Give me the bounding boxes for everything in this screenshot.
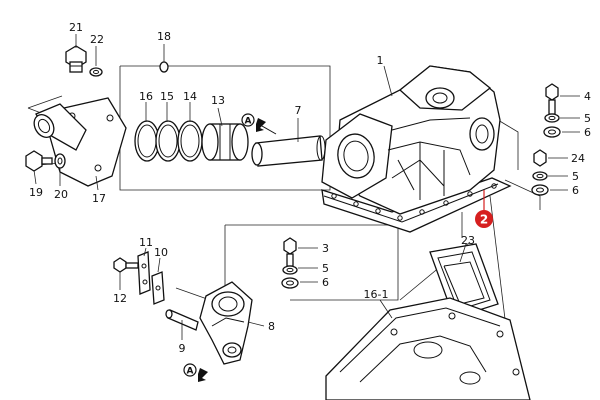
callout-9: 9 — [179, 342, 186, 355]
nut-part-24 — [533, 149, 547, 167]
seal-ring-part-14 — [177, 120, 203, 162]
callout-22: 22 — [90, 33, 104, 46]
small-ring-part-18 — [159, 61, 169, 73]
washer-part-5-top — [544, 113, 560, 123]
shaft-part-7 — [251, 135, 326, 167]
callout-4: 4 — [584, 90, 591, 103]
callout-13: 13 — [211, 94, 225, 107]
bracket-part-11 — [137, 251, 151, 295]
callout-10: 10 — [154, 246, 168, 259]
callout-11: 11 — [139, 236, 153, 249]
housing-part-1 — [321, 65, 512, 233]
callout-16: 16 — [139, 90, 153, 103]
callout-15: 15 — [160, 90, 174, 103]
leader-lines — [33, 34, 580, 340]
cover-plate-part-17 — [33, 97, 127, 187]
callout-20: 20 — [54, 188, 68, 201]
callout-3: 3 — [322, 242, 329, 255]
callout-8: 8 — [268, 320, 275, 333]
seal-ring-part-15 — [155, 120, 181, 162]
washer-part-5-low — [282, 265, 298, 275]
callout-14: 14 — [183, 90, 197, 103]
callout-18: 18 — [157, 30, 171, 43]
gasket-part-23 — [429, 243, 499, 319]
washer-part-6-mid — [531, 184, 549, 196]
washer-part-6-low — [281, 277, 299, 289]
flow-marker-bottom: A — [183, 363, 208, 382]
callout-19: 19 — [29, 186, 43, 199]
callout-labels: 1 7 16 15 14 13 18 21 22 17 19 20 4 5 6 … — [29, 21, 591, 355]
callout-21: 21 — [69, 21, 83, 34]
pin-part-9 — [165, 309, 199, 331]
screw-part-12 — [113, 257, 139, 273]
callout-12: 12 — [113, 292, 127, 305]
svg-text:A: A — [245, 117, 252, 127]
washer-part-6-top — [543, 126, 561, 138]
bolt-part-4 — [545, 83, 559, 115]
svg-text:A: A — [187, 367, 194, 377]
piston-part-13 — [201, 123, 249, 161]
bolt-part-19 — [25, 150, 53, 172]
callout-17: 17 — [92, 192, 106, 205]
svg-text:2: 2 — [480, 213, 488, 227]
callout-5-mid: 5 — [572, 170, 579, 183]
lever-arm-part-8 — [199, 281, 253, 365]
flow-marker-top: A — [241, 113, 277, 135]
bolt-part-3 — [283, 237, 297, 267]
highlight-badge-part-2: 2 — [475, 210, 493, 228]
callout-24: 24 — [571, 152, 585, 165]
washer-part-22 — [89, 67, 103, 77]
callout-5-low: 5 — [322, 262, 329, 275]
callout-6-mid: 6 — [572, 184, 579, 197]
washer-part-20 — [54, 153, 66, 169]
lower-housing-part-16-1 — [325, 297, 531, 400]
callout-6-top: 6 — [584, 126, 591, 139]
callout-5-top: 5 — [584, 112, 591, 125]
callout-7: 7 — [295, 104, 302, 117]
washer-part-5-mid — [532, 171, 548, 181]
callout-6-low: 6 — [322, 276, 329, 289]
bracket-part-10 — [151, 271, 165, 305]
callout-23: 23 — [461, 234, 475, 247]
callout-1: 1 — [377, 54, 384, 67]
plug-part-21 — [65, 45, 87, 73]
callout-16-1: 16-1 — [364, 288, 389, 301]
